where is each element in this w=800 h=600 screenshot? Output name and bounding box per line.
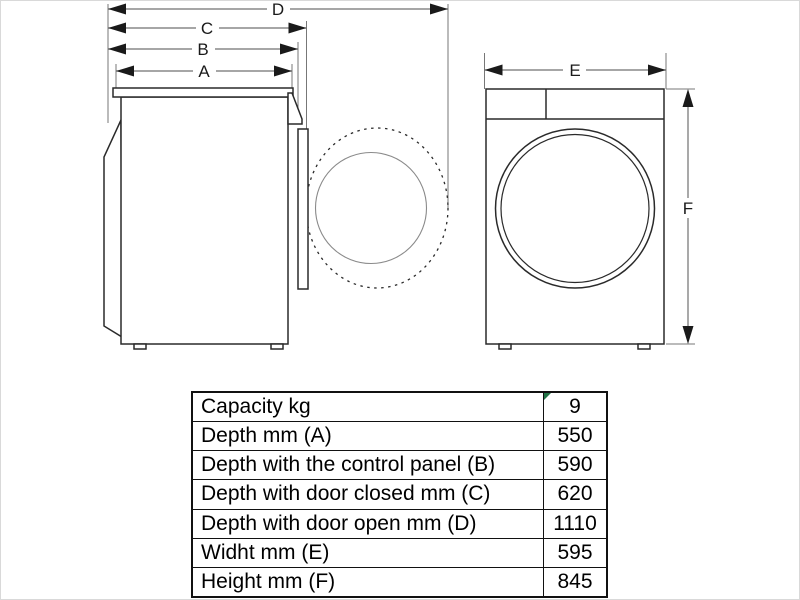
spec-table: Capacity kg 9 Depth mm (A) 550 Depth wit… (191, 391, 608, 598)
side-top-panel (112, 87, 294, 98)
spec-value-text: 9 (569, 395, 581, 419)
front-foot-right (637, 343, 651, 350)
front-body (485, 88, 665, 345)
dimension-arrowheads (108, 3, 694, 344)
front-foot-left (498, 343, 512, 350)
washer-front-view (485, 88, 665, 350)
table-row: Depth mm (A) 550 (191, 421, 608, 452)
spec-label: Widht mm (E) (191, 537, 544, 568)
spec-label: Height mm (F) (191, 566, 544, 598)
dim-label-e: E (569, 61, 580, 80)
extension-lines (107, 4, 695, 345)
dim-label-b: B (197, 40, 208, 59)
front-door-inner-ring (500, 133, 650, 284)
table-row: Depth with the control panel (B) 590 (191, 450, 608, 481)
spec-value: 1110 (543, 508, 608, 539)
table-row: Height mm (F) 845 (191, 566, 608, 598)
spec-value: 9 (543, 391, 608, 423)
side-control-panel (287, 92, 303, 125)
washer-side-view (103, 87, 449, 350)
front-door-outer-ring (494, 128, 656, 289)
side-foot-right (270, 343, 284, 350)
side-foot-left (133, 343, 147, 350)
table-row: Widht mm (E) 595 (191, 537, 608, 568)
dim-label-a: A (198, 62, 210, 81)
spec-label: Depth with the control panel (B) (191, 450, 544, 481)
table-row: Depth with door closed mm (C) 620 (191, 479, 608, 510)
spec-value: 550 (543, 421, 608, 452)
spec-value: 595 (543, 537, 608, 568)
side-rear-panel (103, 119, 123, 339)
cell-flag-triangle (544, 393, 551, 400)
dim-label-c: C (201, 19, 213, 38)
dimension-labels: D C B A E F (192, 1, 699, 218)
spec-label: Depth mm (A) (191, 421, 544, 452)
open-door-edge (297, 128, 309, 290)
spec-value: 620 (543, 479, 608, 510)
table-row: Depth with door open mm (D) 1110 (191, 508, 608, 539)
side-body (120, 96, 289, 345)
open-door-circle (314, 151, 428, 265)
spec-value: 590 (543, 450, 608, 481)
door-swing-dashed-circle (305, 127, 449, 289)
spec-label: Depth with door closed mm (C) (191, 479, 544, 510)
table-row: Capacity kg 9 (191, 391, 608, 423)
spec-value: 845 (543, 566, 608, 598)
spec-label: Depth with door open mm (D) (191, 508, 544, 539)
dim-label-f: F (683, 199, 693, 218)
spec-label: Capacity kg (191, 391, 544, 423)
dim-label-d: D (272, 1, 284, 19)
